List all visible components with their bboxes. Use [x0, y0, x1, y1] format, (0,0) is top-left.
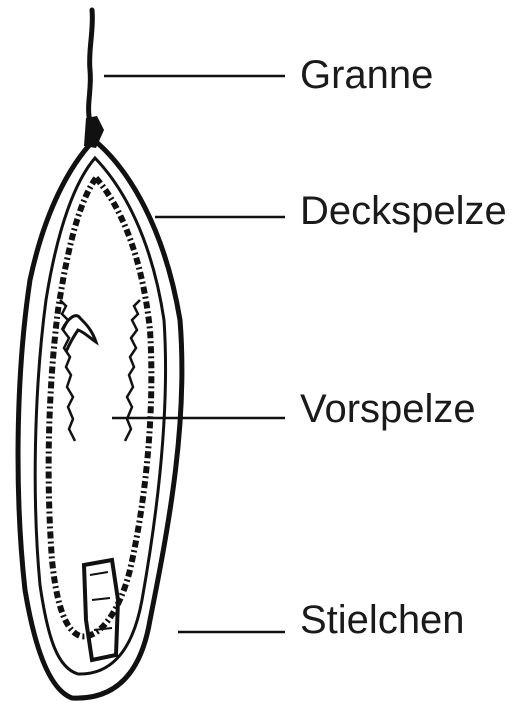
label-granne: Granne — [300, 55, 433, 95]
label-deckspelze: Deckspelze — [300, 191, 507, 231]
inner-husk — [49, 178, 152, 636]
label-stielchen: Stielchen — [300, 600, 465, 640]
rachilla — [84, 560, 118, 660]
inner-husk-texture-right — [125, 300, 140, 441]
awn — [89, 10, 93, 122]
label-vorspelze: Vorspelze — [300, 389, 476, 429]
